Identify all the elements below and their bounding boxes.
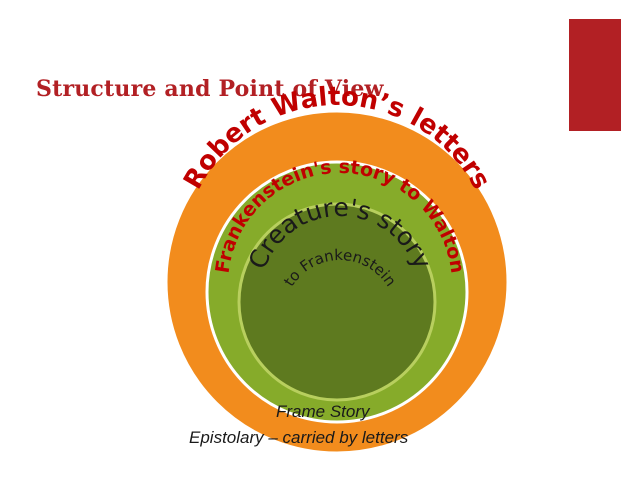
accent-bar xyxy=(569,19,621,131)
inner-circle xyxy=(237,202,437,402)
caption-epistolary: Epistolary – carried by letters xyxy=(189,428,409,447)
slide-title: Structure and Point of View xyxy=(36,76,384,102)
caption-frame-story: Frame Story xyxy=(276,402,370,421)
